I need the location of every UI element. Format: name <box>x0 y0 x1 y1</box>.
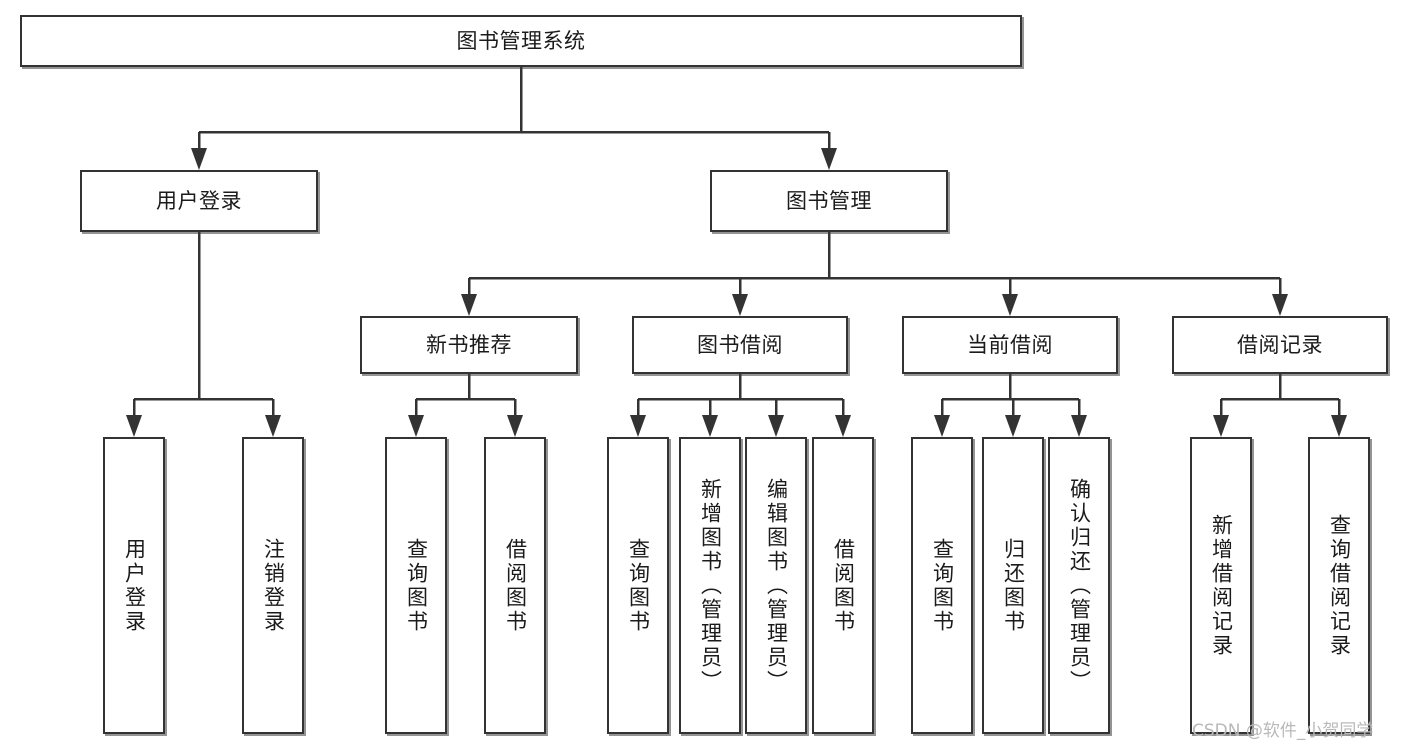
node-label: 查询图书 <box>626 537 651 634</box>
node-label: 新增借阅记录 <box>1209 513 1234 658</box>
node-label: 新书推荐 <box>426 332 512 357</box>
node-bookmgmt[interactable]: 图书管理 <box>710 170 948 232</box>
node-leaf-11[interactable]: 确认归还（管理员） <box>1048 437 1110 734</box>
node-leaf-8[interactable]: 借阅图书 <box>812 437 874 734</box>
node-newbook[interactable]: 新书推荐 <box>360 316 578 374</box>
node-label: 图书管理系统 <box>456 28 586 53</box>
node-label: 借阅图书 <box>503 537 528 634</box>
watermark-text: CSDN @软件_小贺同学 <box>1192 721 1374 741</box>
node-leaf-2[interactable]: 注销登录 <box>242 437 304 734</box>
node-label: 图书借阅 <box>697 332 783 357</box>
node-leaf-12[interactable]: 新增借阅记录 <box>1190 437 1252 734</box>
node-label: 用户登录 <box>156 188 242 213</box>
node-label: 查询图书 <box>404 537 429 634</box>
node-label: 查询图书 <box>930 537 955 634</box>
node-label: 确认归还（管理员） <box>1067 477 1092 694</box>
node-label: 借阅图书 <box>831 537 856 634</box>
node-label: 归还图书 <box>1001 537 1026 634</box>
node-leaf-7[interactable]: 编辑图书（管理员） <box>745 437 807 734</box>
node-label: 编辑图书（管理员） <box>764 477 789 694</box>
node-label: 用户登录 <box>122 537 147 634</box>
node-label: 注销登录 <box>261 537 286 634</box>
node-leaf-6[interactable]: 新增图书（管理员） <box>679 437 741 734</box>
node-leaf-4[interactable]: 借阅图书 <box>484 437 546 734</box>
node-leaf-10[interactable]: 归还图书 <box>982 437 1044 734</box>
node-leaf-9[interactable]: 查询图书 <box>911 437 973 734</box>
node-leaf-13[interactable]: 查询借阅记录 <box>1308 437 1370 734</box>
node-root[interactable]: 图书管理系统 <box>20 15 1022 67</box>
node-current[interactable]: 当前借阅 <box>902 316 1118 374</box>
node-leaf-3[interactable]: 查询图书 <box>385 437 447 734</box>
node-label: 新增图书（管理员） <box>698 477 723 694</box>
node-records[interactable]: 借阅记录 <box>1172 316 1388 374</box>
node-label: 当前借阅 <box>967 332 1053 357</box>
node-login[interactable]: 用户登录 <box>80 170 318 232</box>
node-leaf-1[interactable]: 用户登录 <box>103 437 165 734</box>
node-label: 借阅记录 <box>1237 332 1323 357</box>
node-borrow[interactable]: 图书借阅 <box>632 316 848 374</box>
node-label: 查询借阅记录 <box>1327 513 1352 658</box>
node-label: 图书管理 <box>786 188 872 213</box>
node-leaf-5[interactable]: 查询图书 <box>607 437 669 734</box>
